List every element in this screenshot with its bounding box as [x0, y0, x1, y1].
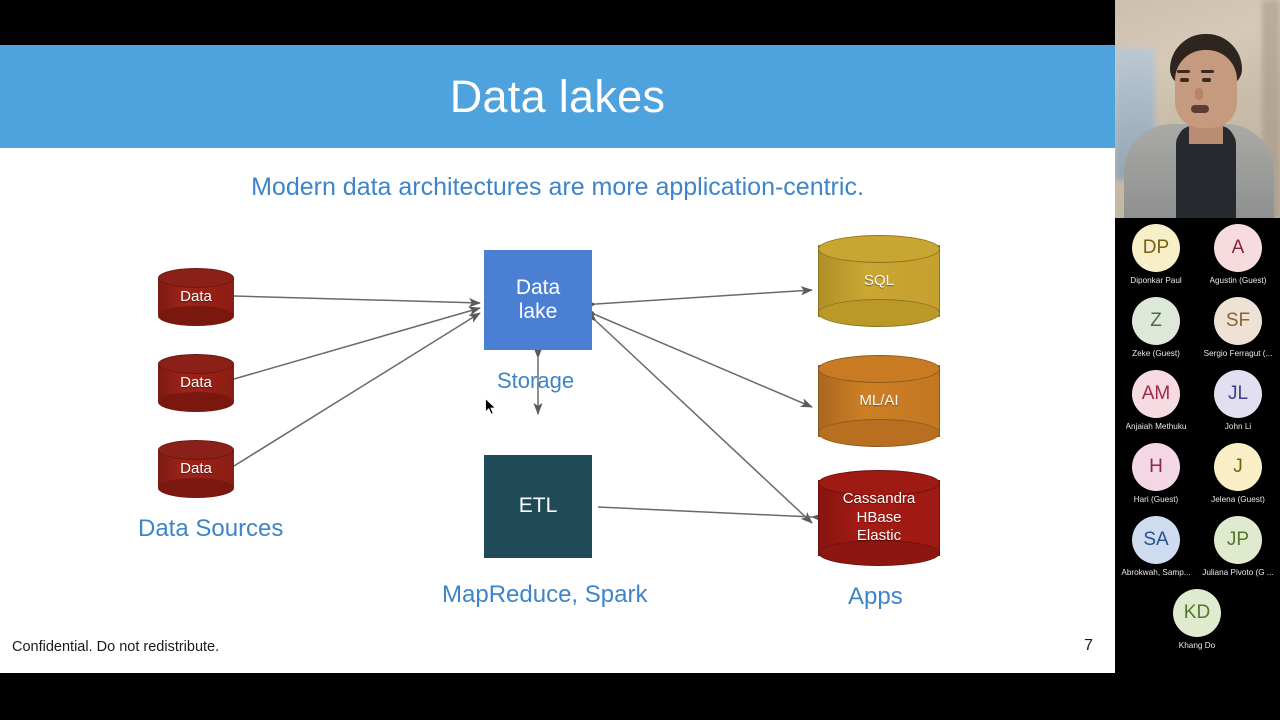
cylinder-top: [818, 355, 940, 383]
cylinder-top: [818, 235, 940, 263]
cylinder-label: Data: [158, 354, 234, 412]
cylinder-bottom: [158, 306, 234, 326]
participant-row: KD Khang Do: [1115, 589, 1280, 662]
mapreduce-spark-caption: MapReduce, Spark: [442, 581, 648, 608]
participant-row: Z Zeke (Guest) SF Sergio Ferragut (...: [1115, 297, 1280, 370]
participant-tile[interactable]: DP Diponkar Paul: [1115, 224, 1197, 297]
participant-name: Zeke (Guest): [1132, 349, 1180, 358]
etl-label: ETL: [518, 494, 558, 518]
participant-name: Diponkar Paul: [1130, 276, 1182, 285]
app-cylinder-mlai[interactable]: ML/AI: [818, 355, 940, 447]
data-lake-label-1: Data: [515, 275, 561, 299]
cylinder-label-text: Data: [180, 459, 212, 477]
meeting-participants-panel: DP Diponkar Paul A Agustin (Guest) Z Zeke (Gu…: [1115, 0, 1280, 720]
cylinder-top: [158, 268, 234, 288]
slide-page-number: 7: [1084, 637, 1093, 654]
participant-name: John Li: [1224, 422, 1252, 431]
participant-row: AM Anjaiah Methuku JL John Li: [1115, 370, 1280, 443]
cylinder-label: Data: [158, 440, 234, 498]
confidentiality-note: Confidential. Do not redistribute.: [12, 639, 220, 655]
avatar: JP: [1214, 516, 1262, 564]
participant-tile[interactable]: A Agustin (Guest): [1197, 224, 1279, 297]
cylinder-label: ML/AI: [818, 355, 940, 447]
avatar: SF: [1214, 297, 1262, 345]
participant-grid: DP Diponkar Paul A Agustin (Guest) Z Zeke (Gu…: [1115, 224, 1280, 720]
avatar: DP: [1132, 224, 1180, 272]
participant-name: Abrokwah, Samp...: [1121, 568, 1191, 577]
cylinder-label: Cassandra HBase Elastic: [818, 470, 940, 566]
participant-name: Juliana Pivoto (G ...: [1202, 568, 1274, 577]
data-source-cylinder[interactable]: Data: [158, 268, 234, 326]
data-source-cylinder[interactable]: Data: [158, 440, 234, 498]
avatar: AM: [1132, 370, 1180, 418]
person-mouth: [1190, 105, 1209, 113]
cylinder-label-text: Data: [180, 287, 212, 305]
participant-tile[interactable]: H Hari (Guest): [1115, 443, 1197, 516]
slide-subtitle: Modern data architectures are more appli…: [251, 173, 864, 201]
apps-caption: Apps: [848, 583, 903, 610]
page-title: Data lakes: [449, 70, 666, 122]
participant-tile[interactable]: Z Zeke (Guest): [1115, 297, 1197, 370]
participant-name: Jelena (Guest): [1211, 495, 1265, 504]
cylinder-label: SQL: [818, 235, 940, 327]
participant-tile[interactable]: SA Abrokwah, Samp...: [1115, 516, 1197, 589]
participant-tile[interactable]: JL John Li: [1197, 370, 1279, 443]
avatar: JL: [1214, 370, 1262, 418]
participant-name: Agustin (Guest): [1209, 276, 1267, 285]
participant-name: Khang Do: [1178, 641, 1216, 650]
cylinder-label-text: SQL: [863, 271, 894, 289]
participant-name: Hari (Guest): [1133, 495, 1179, 504]
avatar: A: [1214, 224, 1262, 272]
avatar: KD: [1173, 589, 1221, 637]
cylinder-bottom: [158, 392, 234, 412]
data-lake-label-2: lake: [518, 300, 558, 323]
participant-row: DP Diponkar Paul A Agustin (Guest): [1115, 224, 1280, 297]
avatar: Z: [1132, 297, 1180, 345]
participant-tile[interactable]: JP Juliana Pivoto (G ...: [1197, 516, 1279, 589]
cylinder-bottom: [158, 478, 234, 498]
participant-tile[interactable]: KD Khang Do: [1156, 589, 1238, 662]
participant-row: H Hari (Guest) J Jelena (Guest): [1115, 443, 1280, 516]
slide-canvas: Data lakes Modern data architectures are…: [0, 45, 1115, 673]
data-lake-box[interactable]: Data lake: [484, 250, 592, 350]
etl-box[interactable]: ETL: [484, 455, 592, 558]
participant-row: SA Abrokwah, Samp... JP Juliana Pivoto (G .…: [1115, 516, 1280, 589]
person-eye-right: [1201, 78, 1211, 82]
slide-title-band: Data lakes: [0, 45, 1115, 148]
participant-tile[interactable]: J Jelena (Guest): [1197, 443, 1279, 516]
person-eyebrow-left: [1176, 70, 1190, 73]
person-face: [1174, 50, 1237, 128]
cylinder-label: Data: [158, 268, 234, 326]
architecture-diagram: Data Data Data: [0, 45, 1115, 673]
data-source-cylinder[interactable]: Data: [158, 354, 234, 412]
cylinder-label-text-2: HBase: [856, 508, 902, 526]
cylinder-label-text: ML/AI: [859, 391, 899, 409]
person-eye-left: [1179, 78, 1189, 82]
presentation-slide[interactable]: Data lakes Modern data architectures are…: [0, 0, 1115, 720]
cylinder-top: [818, 470, 940, 496]
data-sources-caption: Data Sources: [138, 515, 284, 542]
cylinder-top: [158, 354, 234, 374]
mouse-pointer: [485, 398, 497, 415]
person-eyebrow-right: [1200, 70, 1214, 73]
app-cylinder-sql[interactable]: SQL: [818, 235, 940, 327]
cylinder-top: [158, 440, 234, 460]
person-nose: [1194, 88, 1203, 100]
cylinder-label-text-3: Elastic: [856, 527, 902, 545]
participant-name: Sergio Ferragut (...: [1203, 349, 1273, 358]
participant-tile[interactable]: AM Anjaiah Methuku: [1115, 370, 1197, 443]
cylinder-bottom: [818, 540, 940, 566]
avatar: H: [1132, 443, 1180, 491]
app-cylinder-nosql[interactable]: Cassandra HBase Elastic: [818, 470, 940, 566]
cylinder-label-text: Data: [180, 373, 212, 391]
active-speaker-video-tile[interactable]: [1115, 0, 1280, 218]
avatar: SA: [1132, 516, 1180, 564]
avatar: J: [1214, 443, 1262, 491]
participant-tile[interactable]: SF Sergio Ferragut (...: [1197, 297, 1279, 370]
cylinder-bottom: [818, 419, 940, 447]
participant-name: Anjaiah Methuku: [1125, 422, 1187, 431]
cylinder-bottom: [818, 299, 940, 327]
storage-caption: Storage: [497, 368, 575, 393]
cylinder-label-text-1: Cassandra: [842, 489, 916, 507]
